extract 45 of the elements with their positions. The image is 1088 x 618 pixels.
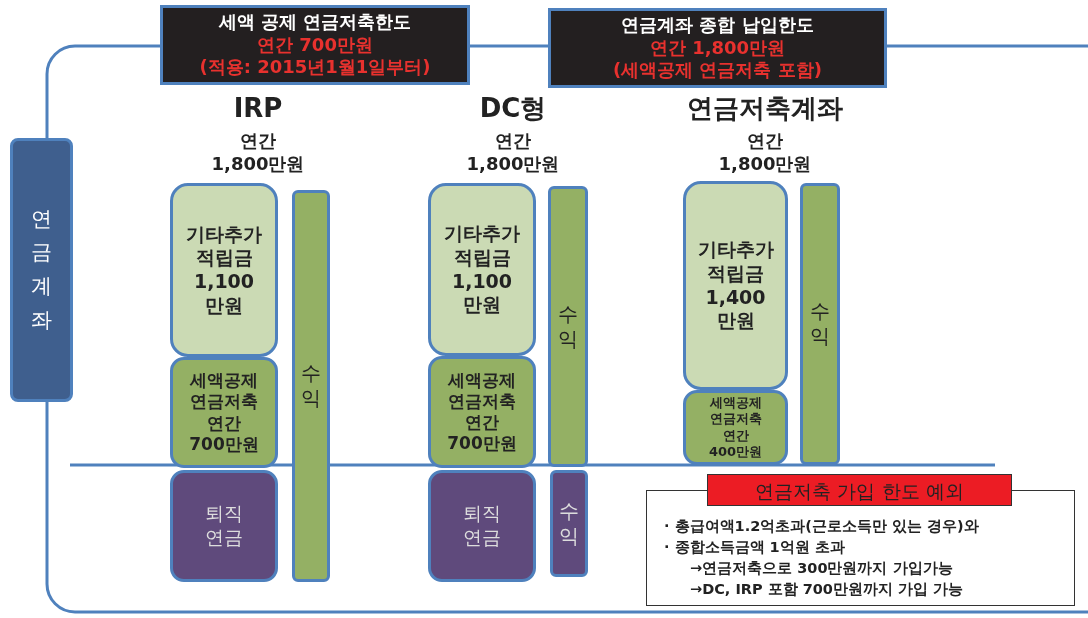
- column-heading: IRP: [232, 92, 284, 125]
- limit-banner: [548, 8, 887, 88]
- box-label: 수익: [300, 361, 322, 411]
- tax-credit-box: [683, 390, 788, 465]
- box-label: 수익: [557, 301, 579, 352]
- return-bar: [550, 470, 588, 577]
- contribution-box: [683, 181, 788, 390]
- contribution-box: [428, 183, 536, 356]
- note-text: →연금저축으로 300만원까지 가입가능: [690, 559, 953, 579]
- box-label: 퇴직 연금: [462, 502, 502, 550]
- return-bar: [548, 186, 588, 467]
- annual-limit-text: 연간 1,800만원: [465, 130, 561, 175]
- banner-text: (세액공제 연금저축 포함): [613, 59, 822, 82]
- banner-heading: 세액 공제 연금저축한도: [218, 11, 412, 34]
- banner-text: 연간 700만원: [257, 33, 373, 57]
- box-label: 세액공제 연금저축 연간 700만원: [188, 370, 260, 455]
- column-heading: 연금저축계좌: [686, 92, 844, 125]
- pension-box: [428, 470, 536, 582]
- tax-credit-box: [170, 357, 278, 468]
- banner-heading: 연금계좌 종합 납입한도: [621, 14, 814, 37]
- note-text: · 종합소득금액 1억원 초과: [664, 538, 845, 557]
- box-label: 수익: [558, 498, 580, 549]
- annual-limit-text: 연간 1,800만원: [210, 130, 306, 175]
- banner-text: 연간 1,800만원: [649, 36, 786, 60]
- tax-credit-box: [428, 356, 536, 468]
- box-label: 기타추가 적립금 1,100 만원: [443, 222, 521, 317]
- return-bar: [800, 183, 840, 465]
- box-label: 기타추가 적립금 1,100 만원: [185, 222, 263, 318]
- contribution-box: [170, 183, 278, 357]
- box-label: 퇴직 연금: [204, 502, 244, 550]
- banner-text: (적용: 2015년1월1일부터): [199, 56, 431, 79]
- note-text: →DC, IRP 포함 700만원까지 가입 가능: [690, 580, 964, 600]
- limit-banner: [160, 5, 470, 85]
- box-label: 세액공제 연금저축 연간 400만원: [707, 395, 764, 460]
- box-label: 세액공제 연금저축 연간 700만원: [446, 369, 518, 455]
- account-tab: [10, 138, 73, 402]
- note-heading: 연금저축 가입 한도 예외: [707, 474, 1012, 506]
- box-label: 기타추가 적립금 1,400 만원: [696, 238, 775, 333]
- annual-limit-text: 연간 1,800만원: [717, 130, 813, 175]
- return-bar: [292, 190, 330, 582]
- column-heading: DC형: [478, 92, 548, 125]
- box-label: 수익: [809, 299, 831, 349]
- box-label: 연금계좌: [30, 205, 53, 334]
- note-text: · 총급여액1.2억초과(근로소득만 있는 경우)와: [664, 517, 979, 536]
- pension-box: [170, 470, 278, 582]
